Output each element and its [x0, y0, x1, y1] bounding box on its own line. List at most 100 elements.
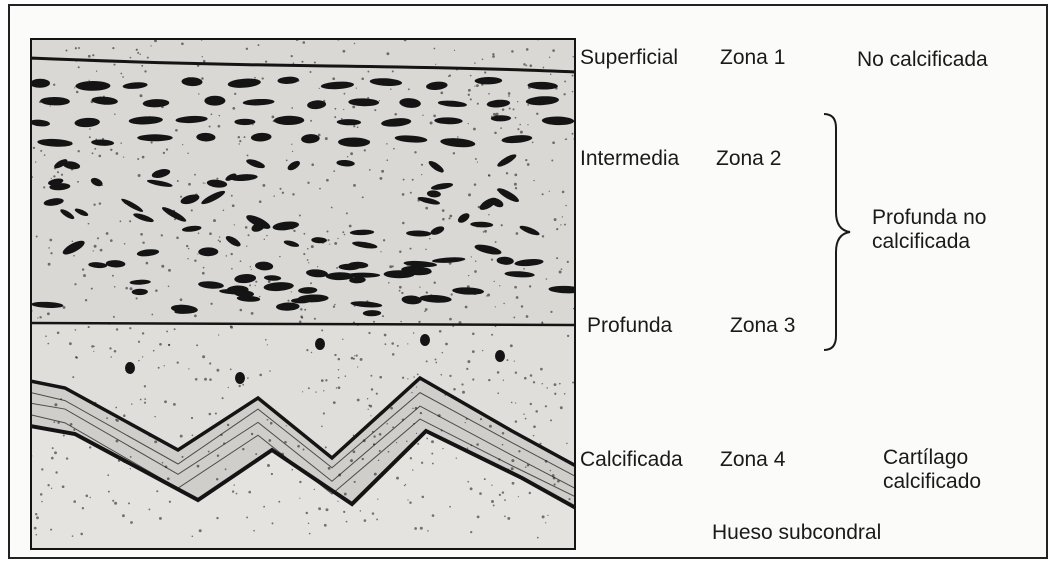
stipple-dot: [562, 216, 563, 217]
stipple-dot: [399, 290, 401, 292]
stipple-dot: [461, 383, 463, 385]
stipple-dot: [88, 223, 90, 225]
stipple-dot: [535, 410, 538, 413]
stipple-dot: [41, 501, 43, 503]
stipple-dot: [457, 136, 459, 138]
stipple-dot: [314, 318, 316, 320]
stipple-dot: [199, 529, 202, 532]
stipple-dot: [218, 334, 219, 335]
stipple-dot: [194, 315, 197, 318]
stipple-dot: [370, 375, 372, 377]
stipple-dot: [41, 468, 43, 470]
stipple-dot: [514, 183, 517, 186]
stipple-dot: [315, 391, 316, 392]
stipple-dot: [108, 491, 110, 493]
stipple-dot: [246, 246, 247, 247]
calcified-cartilage-label: Cartílago calcificado: [883, 446, 1033, 494]
zone-4-number: Zona 4: [720, 448, 785, 472]
stipple-dot: [402, 222, 405, 225]
stipple-dot: [391, 342, 394, 345]
stipple-dot: [374, 473, 377, 476]
stipple-dot: [533, 381, 535, 383]
stipple-dot: [568, 498, 570, 500]
stipple-dot: [467, 448, 468, 449]
stipple-dot: [564, 224, 566, 226]
stipple-dot: [156, 490, 158, 492]
stipple-dot: [88, 326, 90, 328]
deep-noncalcified-line-1: Profunda no: [872, 206, 1042, 230]
zone-1-number: Zona 1: [720, 46, 785, 70]
stipple-dot: [53, 84, 55, 86]
stipple-dot: [140, 233, 143, 236]
stipple-dot: [291, 107, 293, 109]
zone-3-number: Zona 3: [730, 314, 795, 338]
stipple-dot: [508, 95, 510, 97]
stipple-dot: [488, 174, 490, 176]
stipple-dot: [50, 529, 52, 531]
stipple-dot: [306, 349, 308, 351]
stipple-dot: [308, 387, 310, 389]
stipple-dot: [194, 259, 196, 261]
stipple-dot: [198, 232, 200, 234]
stipple-dot: [449, 375, 451, 377]
stipple-dot: [76, 91, 79, 94]
stipple-dot: [209, 125, 211, 127]
stipple-dot: [412, 469, 413, 470]
stipple-dot: [491, 258, 493, 260]
stipple-dot: [537, 537, 539, 539]
stipple-dot: [136, 297, 138, 299]
stipple-dot: [175, 129, 178, 132]
stipple-dot: [413, 376, 415, 378]
stipple-dot: [112, 47, 114, 49]
stipple-dot: [433, 281, 435, 283]
stipple-dot: [513, 316, 515, 318]
stipple-dot: [333, 170, 335, 172]
stipple-dot: [449, 506, 451, 508]
stipple-dot: [116, 152, 119, 155]
stipple-dot: [414, 527, 417, 530]
stipple-dot: [203, 182, 204, 183]
stipple-dot: [439, 330, 442, 333]
stipple-dot: [293, 62, 295, 64]
stipple-dot: [271, 473, 273, 475]
stipple-dot: [247, 377, 249, 379]
stipple-dot: [495, 241, 497, 243]
stipple-dot: [225, 468, 227, 470]
stipple-dot: [47, 312, 50, 315]
stipple-dot: [356, 355, 358, 357]
stipple-dot: [321, 426, 323, 428]
stipple-dot: [69, 342, 72, 345]
stipple-dot: [128, 502, 130, 504]
stipple-dot: [142, 156, 145, 159]
stipple-dot: [122, 514, 125, 517]
stipple-dot: [282, 192, 284, 194]
stipple-dot: [198, 93, 199, 94]
stipple-dot: [449, 318, 452, 321]
stipple-dot: [421, 174, 422, 175]
stipple-dot: [468, 89, 471, 92]
stipple-dot: [493, 504, 495, 506]
stipple-dot: [231, 195, 233, 197]
stipple-dot: [410, 192, 412, 194]
stipple-dot: [209, 232, 212, 235]
stipple-dot: [515, 420, 517, 422]
stipple-dot: [549, 57, 550, 58]
stipple-dot: [166, 148, 168, 150]
stipple-dot: [525, 64, 527, 66]
stipple-dot: [194, 174, 196, 176]
stipple-dot: [561, 268, 563, 270]
stipple-dot: [271, 115, 274, 118]
stipple-dot: [407, 378, 408, 379]
stipple-dot: [554, 383, 557, 386]
stipple-dot: [303, 41, 306, 44]
stipple-dot: [326, 179, 329, 182]
stipple-dot: [154, 416, 155, 417]
stipple-dot: [350, 152, 353, 155]
stipple-dot: [567, 261, 569, 263]
stipple-dot: [380, 251, 381, 252]
stipple-dot: [45, 335, 47, 337]
stipple-dot: [301, 61, 303, 63]
stipple-dot: [299, 215, 301, 217]
stipple-dot: [89, 136, 91, 138]
stipple-dot: [344, 234, 346, 236]
